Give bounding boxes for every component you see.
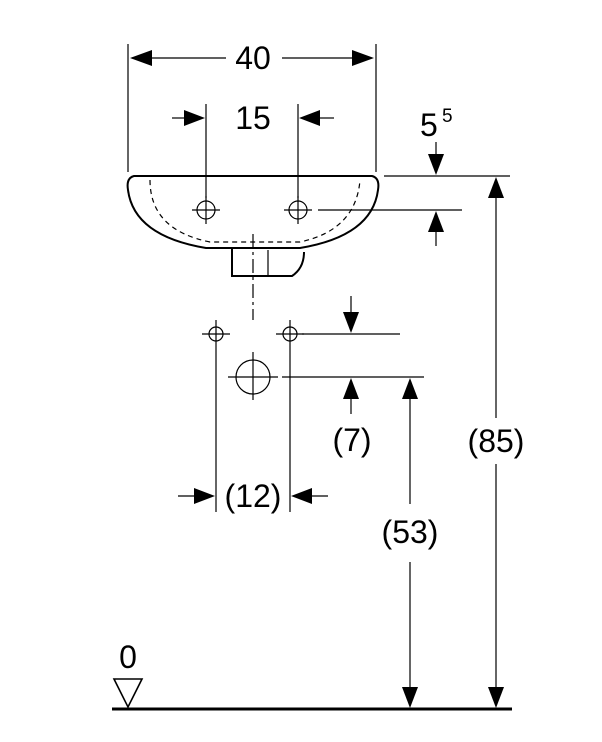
dim-rim-offset-superscript: 5 <box>442 106 453 127</box>
waste-connection <box>228 352 278 400</box>
tap-hole-left <box>192 196 220 224</box>
dim-rim-offset-main: 5 <box>420 107 438 143</box>
basin-outline <box>126 175 380 277</box>
dim-rim-offset <box>318 142 510 246</box>
dim-tap-hole-spacing <box>172 104 334 198</box>
dim-supply-spacing-label: (12) <box>225 478 282 514</box>
dim-rim-height <box>488 177 504 708</box>
supply-point-left <box>202 320 230 348</box>
dim-rim-height-label: (85) <box>468 423 525 459</box>
dim-waste-height <box>402 378 418 708</box>
dim-rim-offset-label: 5 <box>420 107 438 143</box>
dim-supply-drop <box>282 296 424 414</box>
dim-basin-width <box>127 44 377 172</box>
floor-level-marker <box>112 678 144 709</box>
supply-point-right <box>276 320 304 348</box>
dim-basin-width-label: 40 <box>235 40 271 76</box>
tap-hole-right <box>284 196 312 224</box>
dim-waste-height-label: (53) <box>382 514 439 550</box>
dim-supply-drop-label: (7) <box>332 422 371 458</box>
dim-tap-hole-spacing-label: 15 <box>235 100 271 136</box>
floor-level-label: 0 <box>119 639 137 675</box>
dim-supply-spacing <box>178 348 328 512</box>
